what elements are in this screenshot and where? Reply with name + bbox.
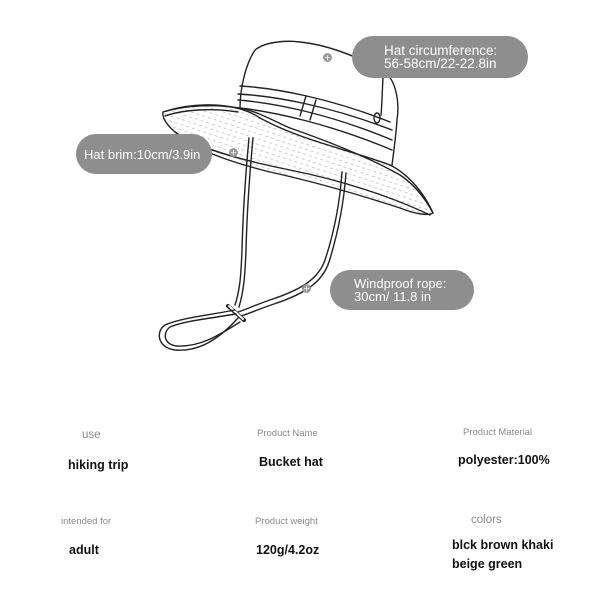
- bucket-hat-illustration: [158, 40, 434, 351]
- callout-line: 56-58cm/22-22.8in: [384, 56, 497, 71]
- spec-label-colors: colors: [471, 514, 502, 526]
- spec-value-product-material: polyester:100%: [458, 453, 550, 467]
- callout-line: 30cm/ 11.8 in: [354, 289, 432, 304]
- spec-label-product-material: Product Material: [463, 427, 533, 438]
- windproof-rope-callout: Windproof rope: 30cm/ 11.8 in: [330, 270, 474, 310]
- hat-circumference-callout: Hat circumference: 56-58cm/22-22.8in: [352, 36, 528, 78]
- spec-value-use: hiking trip: [68, 458, 129, 472]
- hat-brim-callout: Hat brim:10cm/3.9in: [76, 134, 212, 174]
- plus-dot-icon: +: [302, 284, 311, 293]
- spec-value-product-name: Bucket hat: [259, 455, 323, 469]
- callout-line: Hat circumference:: [384, 42, 498, 58]
- spec-value-product-weight: 120g/4.2oz: [256, 543, 320, 557]
- spec-label-product-name: Product Name: [257, 428, 318, 439]
- spec-label-intended-for: intended for: [61, 516, 112, 527]
- spec-value-colors: blck brown khaki: [452, 538, 554, 552]
- plus-dot-icon: +: [323, 53, 332, 62]
- callout-line: Hat brim:10cm/3.9in: [84, 146, 201, 162]
- spec-label-use: use: [82, 429, 101, 441]
- spec-value-intended-for: adult: [69, 543, 99, 557]
- spec-value-colors: beige green: [452, 557, 523, 571]
- spec-label-product-weight: Product weight: [255, 516, 318, 527]
- callout-line: Windproof rope:: [354, 276, 447, 291]
- plus-dot-icon: +: [229, 148, 238, 157]
